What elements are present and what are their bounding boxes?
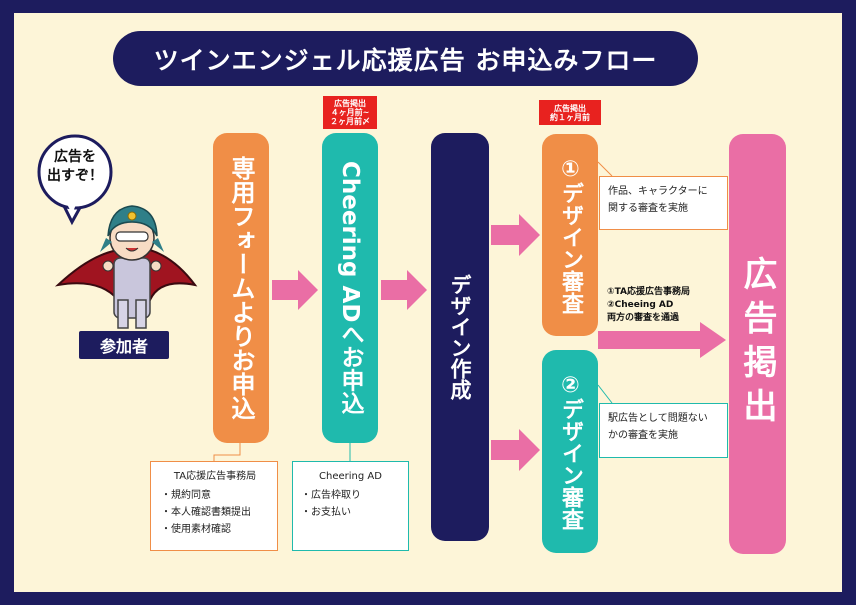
tag-line: 約１ヶ月前 [550, 112, 590, 122]
arrow-reviews-to-publish [598, 322, 726, 358]
note-item: ・お支払い [301, 507, 351, 518]
page-title: ツインエンジェル応援広告 お申込みフロー [113, 31, 698, 86]
tag-line: ４ヶ月前~ [330, 108, 370, 117]
review-summary: ①TA応援広告事務局 ②Cheeing AD 両方の審査を通過 [607, 286, 725, 326]
step-design-creation: デザイン作成 [431, 133, 489, 541]
step-form-application: 専用フォームよりお申込 [213, 133, 269, 443]
step-ad-publication: 広告掲出 [729, 134, 786, 554]
arrow-design-to-review1 [491, 214, 540, 256]
arrow-cheering-to-design [381, 270, 427, 310]
speech-bubble [37, 134, 113, 226]
tag-line: 広告掲出 [554, 103, 586, 113]
note-cheering-ad: Cheering AD ・広告枠取り ・お支払い [292, 461, 409, 551]
speech-bubble-text: 広告を 出すぞ！ [40, 148, 110, 196]
step-cheering-ad: Cheering ADへお申込 [322, 133, 378, 443]
character-illustration [54, 205, 198, 329]
timing-tag-review: 広告掲出 約１ヶ月前 [539, 100, 601, 125]
note-line: 作品、キャラクターに [608, 186, 708, 197]
summary-line: ①TA応援広告事務局 [607, 287, 691, 297]
note-ta-office: TA応援広告事務局 ・規約同意 ・本人確認書類提出 ・使用素材確認 [150, 461, 278, 551]
tag-line: 広告掲出 [334, 99, 366, 108]
note-item: ・使用素材確認 [161, 524, 231, 535]
note-item: ・広告枠取り [301, 490, 361, 501]
connector-review1-note [597, 161, 613, 177]
note-item: ・規約同意 [161, 490, 211, 501]
note-header: Cheering AD [319, 471, 382, 482]
tag-line: ２ヶ月前〆 [330, 117, 370, 126]
note-line: かの審査を実施 [608, 430, 678, 441]
note-item: ・本人確認書類提出 [161, 507, 251, 518]
summary-line: 両方の審査を通過 [607, 313, 680, 323]
connector-ta-note [213, 443, 241, 461]
note-header: TA応援広告事務局 [173, 471, 257, 482]
timing-tag-application: 広告掲出 ４ヶ月前~ ２ヶ月前〆 [323, 96, 377, 129]
note-review-2: 駅広告として問題ない かの審査を実施 [599, 403, 728, 458]
step-design-review-2: ②デザイン審査 [542, 350, 598, 553]
connector-review2-note [597, 384, 613, 404]
summary-line: ②Cheeing AD [607, 300, 674, 310]
note-line: 関する審査を実施 [608, 203, 688, 214]
note-review-1: 作品、キャラクターに 関する審査を実施 [599, 176, 728, 230]
arrow-form-to-cheering [272, 270, 318, 310]
bubble-line-2: 出すぞ！ [47, 168, 103, 184]
note-line: 駅広告として問題ない [608, 413, 708, 424]
step-design-review-1: ①デザイン審査 [542, 134, 598, 336]
bubble-line-1: 広告を [54, 149, 96, 165]
participant-label: 参加者 [79, 331, 169, 359]
arrow-design-to-review2 [491, 429, 540, 471]
